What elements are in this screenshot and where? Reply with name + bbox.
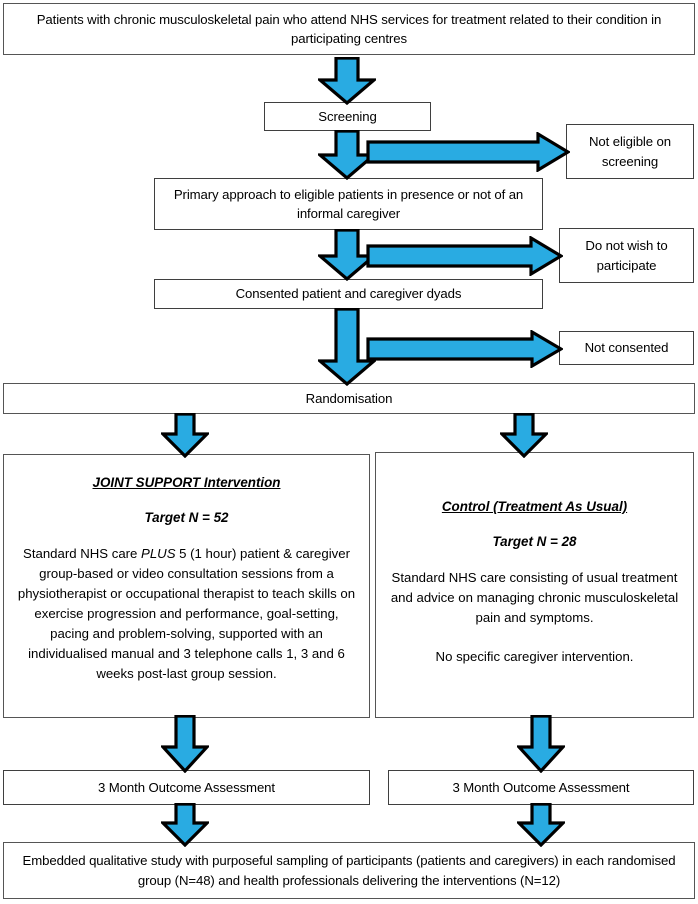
control-title: Control (Treatment As Usual) <box>441 499 628 514</box>
arrow-randomisation-to-intervention-icon <box>161 413 209 458</box>
control-content: Control (Treatment As Usual) Target N = … <box>376 453 693 667</box>
box-not-consented-label: Not consented <box>584 340 669 356</box>
box-screening: Screening <box>264 102 431 131</box>
arrow-outcome-right-to-qualitative-icon <box>517 803 565 847</box>
box-population-label: Patients with chronic musculoskeletal pa… <box>36 11 662 46</box>
arrow-intervention-to-outcome-left-icon <box>161 715 209 773</box>
box-primary-approach-label: Primary approach to eligible patients in… <box>173 186 524 221</box>
box-screening-label: Screening <box>318 108 377 124</box>
intervention-target: Target N = 52 <box>144 510 229 525</box>
box-primary-approach: Primary approach to eligible patients in… <box>154 178 543 230</box>
box-embedded-qualitative-study-label: Embedded qualitative study with purposef… <box>22 853 676 888</box>
box-control-treatment-as-usual: Control (Treatment As Usual) Target N = … <box>375 452 694 718</box>
box-outcome-assessment-left-label: 3 Month Outcome Assessment <box>98 779 275 795</box>
box-randomisation-label: Randomisation <box>305 390 393 406</box>
box-consented-dyads: Consented patient and caregiver dyads <box>154 279 543 309</box>
box-outcome-assessment-right: 3 Month Outcome Assessment <box>388 770 694 805</box>
arrow-screening-to-not-eligible-icon <box>366 132 570 172</box>
intervention-body-emphasis: PLUS <box>141 546 176 561</box>
box-joint-support-intervention: JOINT SUPPORT Intervention Target N = 52… <box>3 454 370 718</box>
intervention-content: JOINT SUPPORT Intervention Target N = 52… <box>4 455 369 684</box>
intervention-body-pre: Standard NHS care <box>23 546 142 561</box>
arrow-consented-to-randomisation-icon <box>318 308 376 386</box>
box-not-eligible-on-screening-label: Not eligible on screening <box>588 134 672 169</box>
intervention-body-post: 5 (1 hour) patient & caregiver group-bas… <box>17 546 356 682</box>
box-embedded-qualitative-study: Embedded qualitative study with purposef… <box>3 842 695 899</box>
arrow-control-to-outcome-right-icon <box>517 715 565 773</box>
control-target: Target N = 28 <box>492 534 577 549</box>
box-not-eligible-on-screening: Not eligible on screening <box>566 124 694 179</box>
intervention-body: Standard NHS care PLUS 5 (1 hour) patien… <box>16 544 357 684</box>
intervention-title: JOINT SUPPORT Intervention <box>92 475 281 490</box>
box-outcome-assessment-right-label: 3 Month Outcome Assessment <box>452 779 630 795</box>
arrow-outcome-left-to-qualitative-icon <box>161 803 209 847</box>
box-do-not-wish-to-participate: Do not wish to participate <box>559 228 694 283</box>
box-outcome-assessment-left: 3 Month Outcome Assessment <box>3 770 370 805</box>
arrow-consented-to-not-consented-icon <box>366 330 563 368</box>
control-body: Standard NHS care consisting of usual tr… <box>390 570 679 626</box>
box-consented-dyads-label: Consented patient and caregiver dyads <box>235 286 462 302</box>
box-population: Patients with chronic musculoskeletal pa… <box>3 3 695 55</box>
box-not-consented: Not consented <box>559 331 694 365</box>
arrow-randomisation-to-control-icon <box>500 413 548 458</box>
box-do-not-wish-to-participate-label: Do not wish to participate <box>585 238 668 273</box>
arrow-population-to-screening-icon <box>318 57 376 105</box>
arrow-primary-approach-to-consented-icon <box>318 229 376 281</box>
arrow-primary-approach-to-do-not-wish-icon <box>366 236 563 276</box>
box-randomisation: Randomisation <box>3 383 695 414</box>
control-body-secondary: No specific caregiver intervention. <box>435 649 634 665</box>
arrow-screening-to-primary-approach-icon <box>318 130 376 180</box>
